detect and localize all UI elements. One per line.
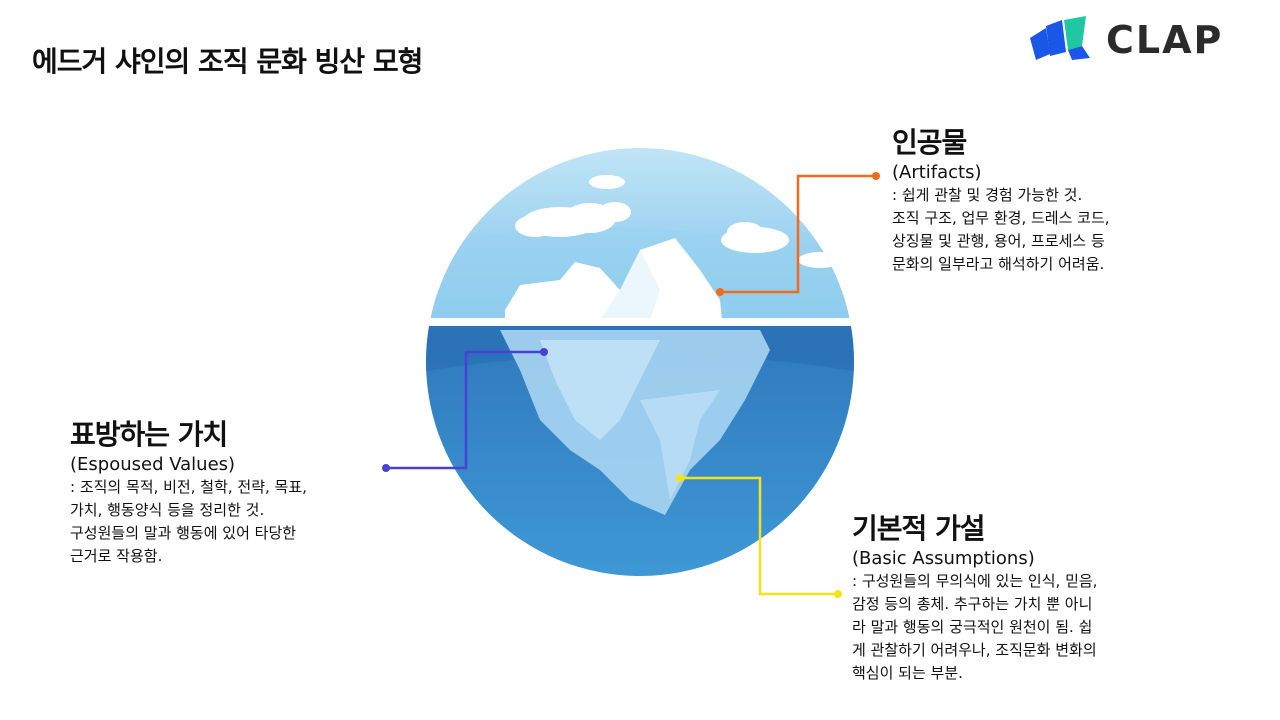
iceberg-globe [426,148,854,576]
basic-title: 기본적 가설 [852,512,986,545]
brand-logo: CLAP [1028,16,1268,66]
artifacts-line: 문화의 일부라고 해석하기 어려움. [892,255,1105,273]
artifacts-block: 인공물 (Artifacts) : 쉽게 관찰 및 경험 가능한 것. 조직 구… [892,126,1110,276]
page-title: 에드거 샤인의 조직 문화 빙산 모형 [32,45,423,78]
espoused-dot-end [382,464,390,472]
artifacts-title: 인공물 [892,126,967,159]
espoused-connector [386,350,544,470]
basic-line: 핵심이 되는 부분. [852,664,963,682]
waterline [426,318,854,328]
espoused-dot-start [540,348,548,356]
basic-dot-start [676,474,684,482]
espoused-block: 표방하는 가치 (Espoused Values) : 조직의 목적, 비전, … [70,418,307,568]
artifacts-subtitle: (Artifacts) [892,162,982,183]
artifacts-dot-end [872,172,880,180]
basic-subtitle: (Basic Assumptions) [852,548,1035,569]
basic-dot-end [834,590,842,598]
artifacts-connector [720,174,876,294]
espoused-line: 가치, 행동양식 등을 정리한 것. [70,501,265,519]
espoused-line: : 조직의 목적, 비전, 철학, 전략, 목표, [70,478,307,496]
artifacts-line: 조직 구조, 업무 환경, 드레스 코드, [892,209,1110,227]
basic-connector [680,476,838,596]
espoused-subtitle: (Espoused Values) [70,454,236,475]
espoused-title: 표방하는 가치 [70,418,228,451]
iceberg-tip [505,238,722,320]
artifacts-line: : 쉽게 관찰 및 경험 가능한 것. [892,186,1083,204]
espoused-line: 구성원들의 말과 행동에 있어 타당한 [70,524,297,542]
logo-text: CLAP [1106,18,1224,62]
basic-line: : 구성원들의 무의식에 있는 인식, 믿음, [852,572,1098,590]
artifacts-line: 상징물 및 관행, 용어, 프로세스 등 [892,232,1105,250]
basic-line: 감정 등의 총체. 추구하는 가치 뿐 아니 [852,595,1093,613]
clap-logo-icon [1030,16,1090,60]
basic-block: 기본적 가설 (Basic Assumptions) : 구성원들의 무의식에 … [852,512,1097,685]
espoused-line: 근거로 작용함. [70,547,163,565]
artifacts-dot-start [716,288,724,296]
basic-line: 라 말과 행동의 궁극적인 원천이 됨. 쉽 [852,618,1093,636]
basic-line: 게 관찰하기 어려우나, 조직문화 변화의 [852,641,1097,659]
